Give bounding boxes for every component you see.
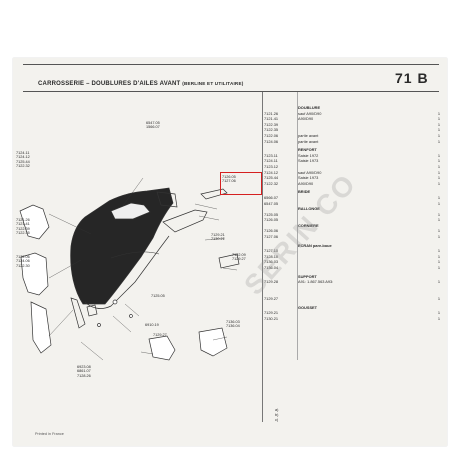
left-strip bbox=[70, 297, 86, 329]
section-doublure: DOUBLURE bbox=[298, 105, 321, 110]
inner-wing-panel bbox=[70, 187, 174, 305]
footer-printed: Printed in France bbox=[35, 432, 64, 436]
title-sub: (BERLINE ET UTILITAIRE) bbox=[182, 81, 244, 86]
title-prefix: CARROSSERIE bbox=[38, 81, 85, 87]
side-corner-piece bbox=[200, 188, 228, 200]
section-support: SUPPORT bbox=[298, 273, 317, 279]
bolt-3 bbox=[97, 323, 101, 327]
header-rule-top bbox=[23, 64, 439, 65]
section-renfort: RENFORT bbox=[298, 147, 317, 153]
footnote-c: c) bbox=[275, 417, 279, 422]
front-cross-panel bbox=[162, 209, 208, 233]
page-number: 71 B bbox=[395, 70, 429, 86]
left-panel-piece-3 bbox=[30, 301, 52, 354]
small-clip bbox=[86, 304, 98, 317]
footnote-b: b) bbox=[275, 412, 279, 417]
page-title: CARROSSERIE – DOUBLURES D'AILES AVANT (B… bbox=[38, 81, 243, 87]
reinforcement-bracket bbox=[110, 202, 151, 220]
wing-lining-outline bbox=[84, 235, 170, 309]
footnote-a: a) bbox=[275, 408, 279, 412]
title-main: – DOUBLURES D'AILES AVANT bbox=[84, 81, 181, 87]
section-rallonge: RALLONGE bbox=[298, 206, 320, 212]
wheel-arch-shadow bbox=[110, 251, 160, 259]
highlighted-callout-box bbox=[220, 172, 262, 195]
section-gousset: GOUSSET bbox=[298, 304, 318, 310]
section-bride: BRIDE bbox=[298, 189, 311, 195]
catalog-page: CARROSSERIE – DOUBLURES D'AILES AVANT (B… bbox=[13, 58, 447, 446]
lower-bracket bbox=[148, 335, 176, 361]
upper-strip bbox=[156, 191, 178, 208]
section-ecran: ECRAN pare-boue bbox=[298, 242, 332, 248]
column-divider bbox=[262, 92, 263, 422]
bolt-2 bbox=[129, 314, 133, 318]
exploded-diagram bbox=[19, 177, 240, 361]
leader-lines bbox=[48, 177, 238, 361]
left-panel-piece-2 bbox=[20, 252, 49, 296]
bolt-1 bbox=[112, 299, 118, 305]
ref-column-divider bbox=[297, 92, 298, 360]
right-lower-bracket bbox=[198, 327, 228, 357]
footnotes: a) b) c) bbox=[275, 408, 443, 422]
callout-center: 7125.05 6910.19 7129.27 bbox=[145, 294, 167, 337]
right-mid-bracket bbox=[218, 253, 240, 269]
left-panel-piece-1 bbox=[19, 204, 50, 240]
section-corniere: CORNIERE bbox=[298, 222, 319, 228]
header-rule-bottom bbox=[23, 91, 439, 92]
